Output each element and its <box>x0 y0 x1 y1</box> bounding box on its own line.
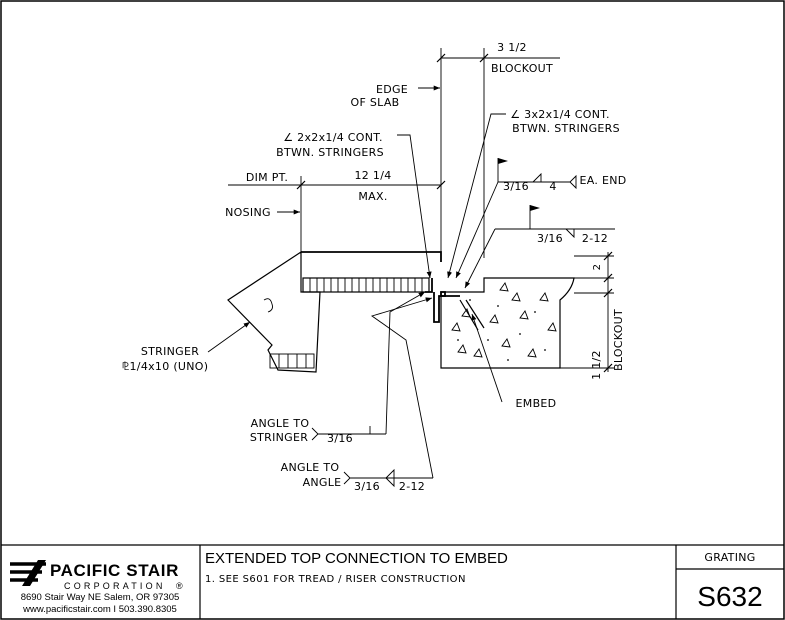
max-dim-label: MAX. <box>358 190 387 203</box>
stringer-label-line2: ⅊1/4x10 (UNO) <box>122 360 209 373</box>
company-address: 8690 Stair Way NE Salem, OR 97305 <box>21 592 180 603</box>
stringer-label-line1: STRINGER <box>141 345 199 358</box>
concrete-dot <box>487 339 489 341</box>
stringer-leader <box>207 321 251 353</box>
concrete-dot <box>534 311 536 313</box>
weld-angle-length: 2-12 <box>399 480 425 493</box>
pacific-stair-logo-icon <box>10 560 46 586</box>
weld-upper-size: 3/16 <box>537 232 563 245</box>
weld-stringer-line1: ANGLE TO <box>251 417 310 430</box>
concrete-aggregate <box>527 348 537 358</box>
dim-pt-label: DIM PT. <box>246 171 288 184</box>
company-name: PACIFIC STAIR <box>50 561 179 580</box>
angle-small-leader <box>397 134 432 279</box>
angle-2x2 <box>425 278 433 293</box>
concrete-aggregate <box>489 314 499 324</box>
nosing-label: NOSING <box>225 206 271 219</box>
concrete-aggregate <box>547 322 557 332</box>
concrete-dot <box>497 305 499 307</box>
concrete-aggregate <box>539 292 549 302</box>
concrete-dot <box>469 299 471 301</box>
detail-title: EXTENDED TOP CONNECTION TO EMBED <box>205 550 508 567</box>
concrete-aggregate <box>519 310 529 320</box>
angle-large-line1: ∠ 3x2x1/4 CONT. <box>510 108 610 121</box>
concrete-dot <box>507 359 509 361</box>
concrete-aggregate <box>461 308 471 318</box>
detail-note: 1. SEE S601 FOR TREAD / RISER CONSTRUCTI… <box>205 574 466 585</box>
max-dim-value: 12 1/4 <box>355 169 392 182</box>
weld-symbol-upper <box>464 205 615 289</box>
angle-small-line1: ∠ 2x2x1/4 CONT. <box>283 131 383 144</box>
angle-small-line2: BTWN. STRINGERS <box>276 146 384 159</box>
angle-large-leader <box>447 113 506 279</box>
sheet-number: S632 <box>697 581 762 612</box>
right-dim-value: 1 1/2 <box>590 350 603 380</box>
weld-ea-end-length: 4 <box>549 180 556 193</box>
weld-angle-reference <box>343 471 351 485</box>
detail-drawing: 3 1/2 BLOCKOUT EDGE OF SLAB ∠ 2x2x1/4 CO… <box>122 41 627 493</box>
company-sub: CORPORATION <box>64 581 166 591</box>
title-block: PACIFIC STAIR CORPORATION ® 8690 Stair W… <box>1 544 784 619</box>
concrete-dot <box>457 339 459 341</box>
concrete-aggregate <box>511 292 521 302</box>
registered-mark: ® <box>176 581 186 591</box>
concrete-dot <box>519 333 521 335</box>
concrete-aggregate <box>499 282 509 292</box>
embed-label: EMBED <box>516 397 557 410</box>
weld-ea-end-note: EA. END <box>579 174 626 187</box>
tread-grating-bars <box>309 278 423 292</box>
concrete-aggregate <box>501 338 511 348</box>
weld-stringer-size: 3/16 <box>327 432 353 445</box>
concrete-slab <box>440 277 575 369</box>
weld-stringer-leader <box>385 291 426 435</box>
edge-of-slab-line2: OF SLAB <box>350 96 399 109</box>
weld-ea-end-size: 3/16 <box>503 180 529 193</box>
category-label: GRATING <box>704 551 755 564</box>
weld-angle-leader <box>370 297 434 479</box>
weld-upper-length: 2-12 <box>582 232 608 245</box>
concrete-aggregate <box>451 322 461 332</box>
edge-of-slab-line1: EDGE <box>376 83 408 96</box>
weld-angle-line2: ANGLE <box>303 476 342 489</box>
weld-angle-size: 3/16 <box>354 480 380 493</box>
concrete-aggregate <box>473 348 483 358</box>
right-dim-label: BLOCKOUT <box>612 309 625 371</box>
weld-stringer-line2: STRINGER <box>250 431 308 444</box>
concrete-dot <box>544 349 546 351</box>
weld-symbol-ea-end <box>455 158 577 279</box>
right-small-value: 2 <box>592 264 603 271</box>
company-web-phone: www.pacificstair.com I 503.390.8305 <box>22 604 177 615</box>
weld-angle-line1: ANGLE TO <box>281 461 340 474</box>
angle-large-line2: BTWN. STRINGERS <box>512 122 620 135</box>
angle-3x2 <box>433 292 460 323</box>
weld-stringer-reference <box>311 427 319 441</box>
blockout-top-value: 3 1/2 <box>497 41 527 54</box>
concrete-aggregate <box>457 344 467 354</box>
embed-leader <box>471 313 503 403</box>
stringer-grating-section <box>269 353 315 369</box>
blockout-top-label: BLOCKOUT <box>491 62 553 75</box>
concrete-hatch <box>451 282 557 361</box>
tread-top <box>301 251 442 262</box>
